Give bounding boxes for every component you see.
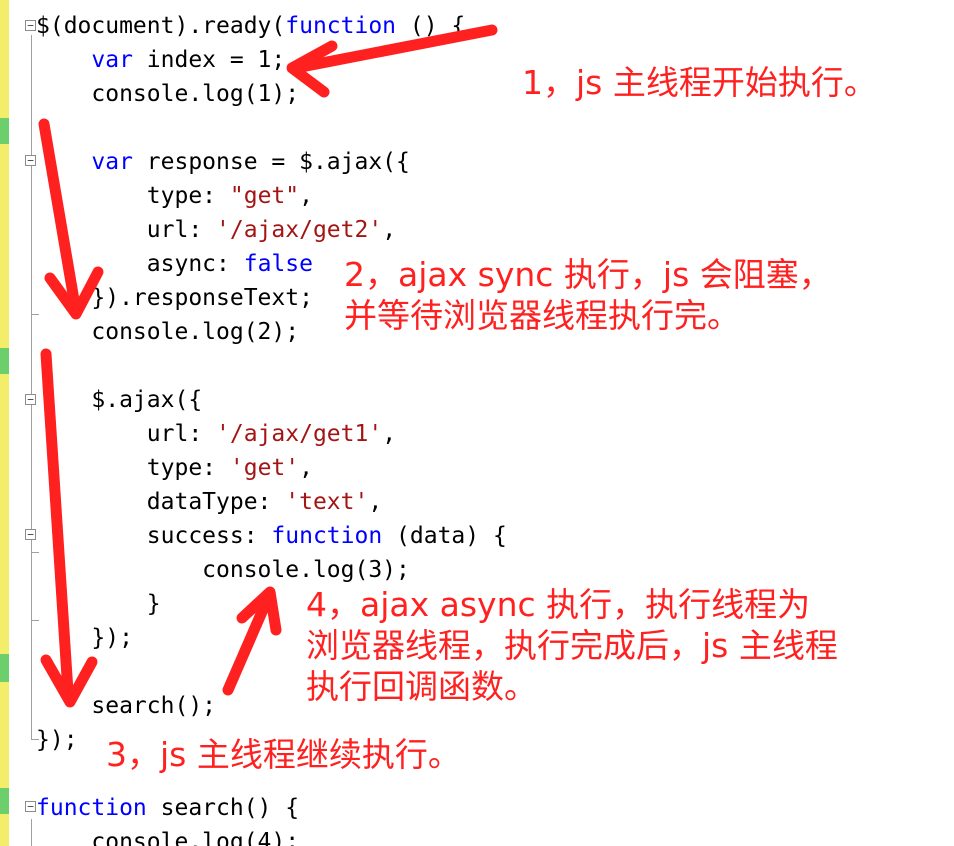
outline-guide [31,819,32,846]
code-text: $(document).ready( [36,13,286,39]
code-text: , [382,217,397,243]
code-line[interactable]: }); [36,621,133,655]
code-text: }); [36,625,133,651]
code-line[interactable]: var index = 1; [36,43,285,77]
arrow-up-icon [222,592,274,696]
code-text: search(); [36,693,217,719]
code-text: }); [36,727,78,753]
code-line[interactable]: async: false [36,247,313,281]
code-line[interactable]: console.log(2); [36,315,299,349]
code-line[interactable]: }).responseText; [36,281,313,315]
outline-end-tick [31,620,39,621]
fold-minus-icon[interactable]: − [25,801,36,812]
code-text: async: [36,251,244,277]
code-line[interactable]: $.ajax({ [36,383,202,417]
code-keyword: function [285,13,397,39]
code-text: search() { [146,795,300,821]
code-text: $.ajax({ [36,387,203,413]
code-text: response = $.ajax({ [132,149,410,175]
code-text: console.log(3); [36,557,410,583]
code-text: console.log(2); [36,319,300,345]
code-line[interactable]: } [36,587,161,621]
code-text: }).responseText; [36,285,313,311]
code-text: url: [36,217,217,243]
change-marker [0,788,9,814]
change-marker [0,118,9,144]
code-line[interactable]: url: '/ajax/get2', [36,213,396,247]
code-text: , [382,421,397,447]
code-string: 'text' [285,489,369,515]
code-keyword: var [91,47,133,73]
code-keyword: false [243,251,313,277]
code-line[interactable]: console.log(3); [36,553,410,587]
change-tracking-margin [0,0,9,846]
outline-end-tick [31,314,39,315]
code-line[interactable]: console.log(1); [36,77,299,111]
fold-minus-icon[interactable]: − [25,20,36,31]
outlining-margin: − − − − − [9,0,39,846]
annotation-step-2: 2，ajax sync 执行，js 会阻塞， 并等待浏览器线程执行完。 [344,255,832,335]
fold-minus-icon[interactable]: − [25,394,36,405]
code-line[interactable]: search(); [36,689,216,723]
code-text: dataType: [36,489,286,515]
code-text: , [299,183,313,209]
code-text: url: [36,421,217,447]
outline-end-tick [31,739,39,740]
code-line[interactable]: success: function (data) { [36,519,507,553]
code-text: (data) { [382,523,507,549]
change-marker [0,348,9,374]
code-line[interactable]: $(document).ready(function () { [36,9,465,43]
code-text: success: [36,523,272,549]
code-line[interactable]: dataType: 'text', [36,485,382,519]
code-text: type: [36,183,230,209]
annotation-step-1: 1，js 主线程开始执行。 [522,63,877,102]
code-string: 'get' [229,455,300,481]
code-line[interactable]: function search() { [36,791,299,825]
code-line[interactable]: var response = $.ajax({ [36,145,410,179]
code-string: '/ajax/get2' [216,217,383,243]
change-marker [0,654,9,682]
code-keyword: var [91,149,133,175]
code-text: } [36,591,161,617]
code-keyword: function [36,795,147,821]
outline-end-tick [31,552,39,553]
code-string: "get" [229,183,300,209]
code-text: console.log(1); [36,81,300,107]
code-string: '/ajax/get1' [216,421,383,447]
code-text: () { [396,13,466,39]
code-line[interactable]: url: '/ajax/get1', [36,417,396,451]
annotation-step-4: 4，ajax async 执行，执行线程为 浏览器线程，执行完成后，js 主线程… [306,585,838,706]
code-line[interactable]: type: 'get', [36,451,313,485]
code-text: type: [36,455,230,481]
code-line[interactable]: console.log(4); [36,825,299,846]
code-line[interactable]: type: "get", [36,179,313,213]
code-line[interactable]: }); [36,723,78,757]
fold-minus-icon[interactable]: − [25,529,36,540]
fold-minus-icon[interactable]: − [25,155,36,166]
code-text: console.log(4); [36,829,300,846]
code-keyword: function [271,523,383,549]
code-text [36,47,91,73]
code-text: , [368,489,383,515]
annotation-step-3: 3，js 主线程继续执行。 [106,735,461,774]
code-text: index = 1; [132,47,286,73]
code-text [36,149,91,175]
arrow-head [236,586,282,636]
code-text: , [299,455,313,481]
outline-guide [31,35,32,739]
